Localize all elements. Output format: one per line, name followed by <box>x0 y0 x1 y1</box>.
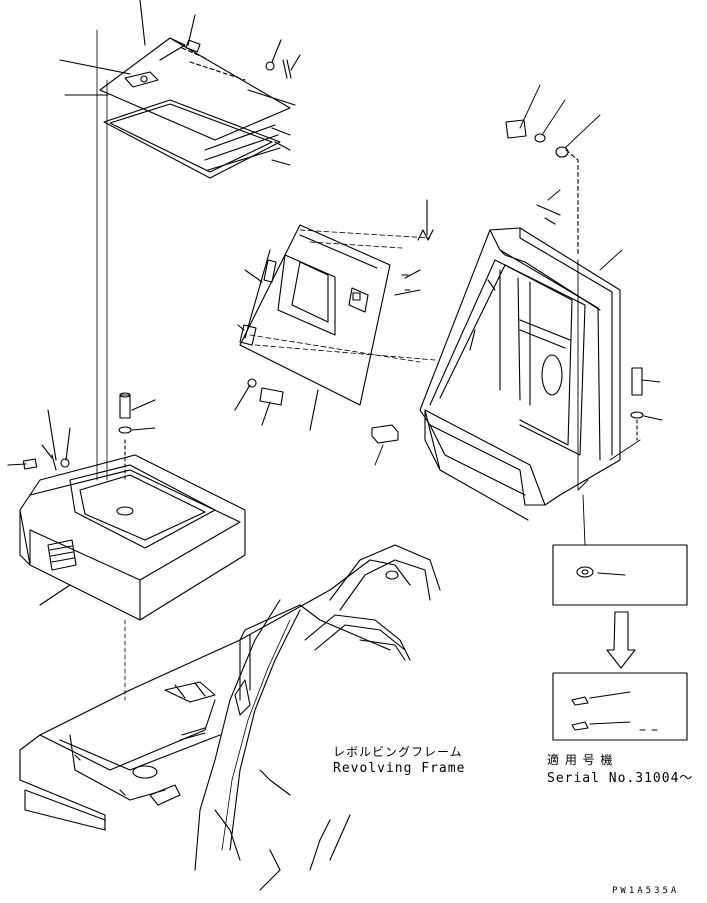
top-cover-assembly <box>59 0 301 179</box>
tool-box <box>7 392 246 621</box>
revolving-frame-label-en: Revolving Frame <box>333 761 466 776</box>
control-stand <box>371 84 663 546</box>
detail-box-clips <box>552 672 688 741</box>
serial-title-jp: 適 用 号 機 <box>547 753 614 767</box>
access-cover-plate <box>234 199 436 431</box>
revolving-frame <box>19 544 441 891</box>
revolving-frame-label-jp: レボルビングフレーム <box>333 745 463 759</box>
drawing-code: PW1A535A <box>612 886 680 896</box>
detail-arrow <box>606 611 636 669</box>
serial-number-label: Serial No.31004～ <box>547 771 694 786</box>
detail-box-washer <box>552 544 688 606</box>
